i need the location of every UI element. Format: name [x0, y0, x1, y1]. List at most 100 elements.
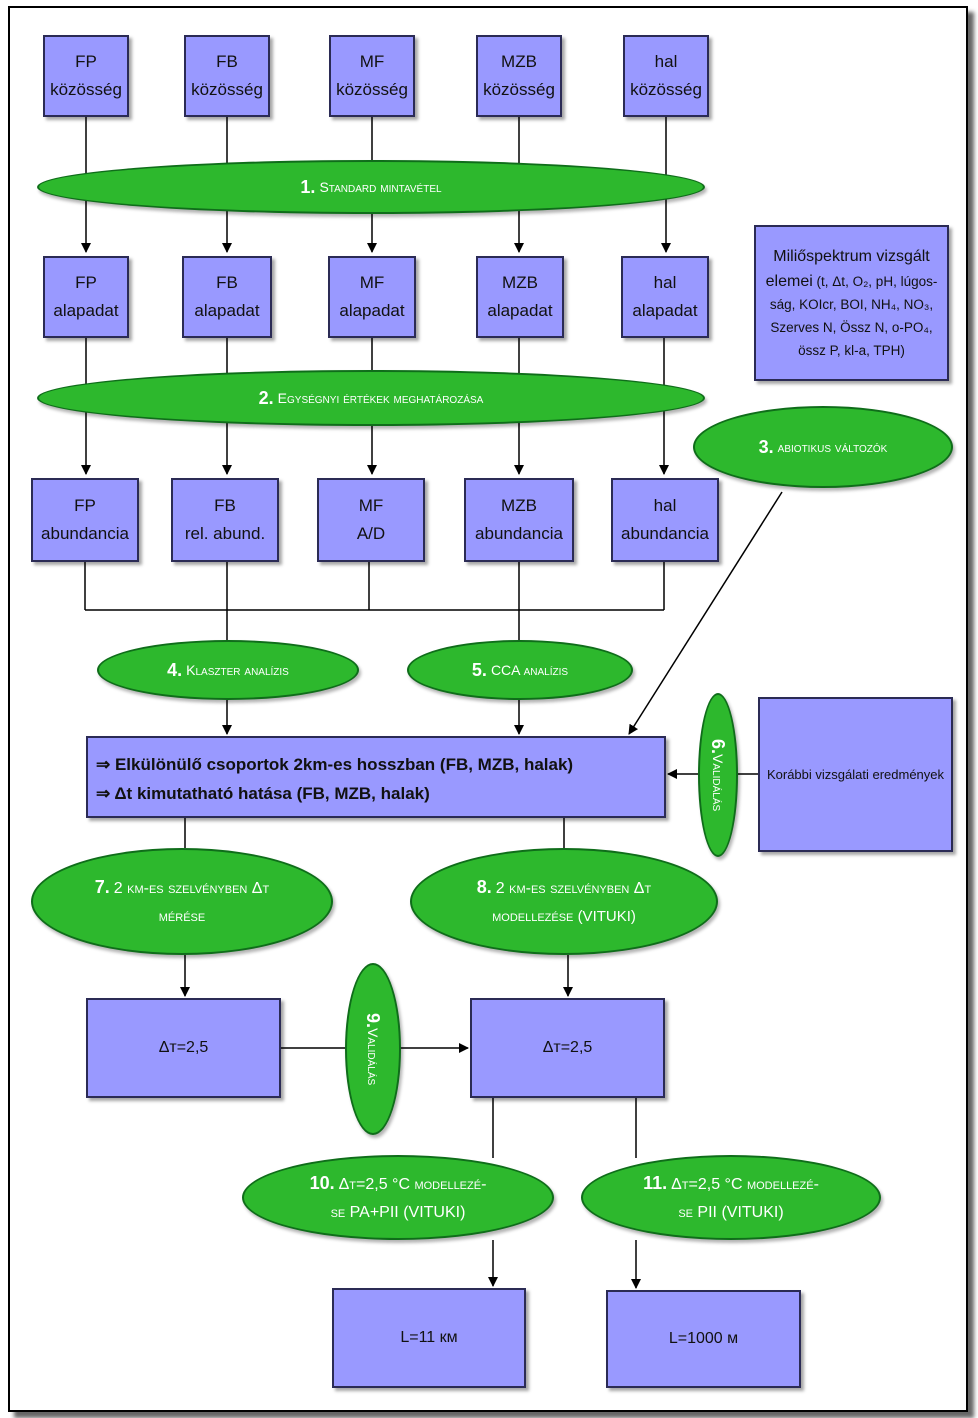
fp-community-box: FP közösség [43, 35, 129, 117]
fb-rel-abundance-box: FB rel. abund. [171, 478, 279, 562]
hal-community-box: hal közösség [623, 35, 709, 117]
delta-t-label: Δт=2,5 [542, 1039, 593, 1056]
length-1000m-box: L=1000 м [606, 1290, 801, 1388]
step-5-cca-analysis: 5. CCA analízis [407, 640, 633, 700]
step-label: abiotikus változók [777, 439, 888, 455]
hal-basedata-box: hal alapadat [621, 256, 709, 338]
length-label: L=11 км [400, 1329, 458, 1346]
box-label: MZB [502, 273, 538, 292]
step-number: 5. [471, 660, 487, 680]
delta-t-label: Δт=2,5 [158, 1039, 209, 1056]
step-11-modelling-pii: 11.Δт=2,5 °C modellezé- se PII (VITUKI) [581, 1155, 881, 1240]
box-label: közösség [191, 80, 263, 99]
step-10-line-1: 10.Δт=2,5 °C modellezé- [310, 1169, 487, 1199]
mf-basedata-box: MF alapadat [328, 256, 416, 338]
box-label: FB [214, 496, 236, 515]
mf-community-box: MF közösség [329, 35, 415, 117]
box-label: közösség [50, 80, 122, 99]
step-label-2: se PA+PII (VITUKI) [330, 1203, 466, 1221]
step-label: Egységnyi értékek meghatározása [277, 390, 484, 406]
box-label: abundancia [475, 524, 563, 543]
step-11-line-1: 11.Δт=2,5 °C modellezé- [643, 1169, 819, 1199]
box-label: rel. abund. [184, 524, 266, 543]
box-label: FP [75, 273, 97, 292]
result-line-1: ⇒ Elkülönülő csoportok 2km-es hosszban (… [96, 755, 574, 774]
delta-t-modelled-box: Δт=2,5 [470, 998, 665, 1098]
hal-abundance-box: hal abundancia [611, 478, 719, 562]
box-label: közösség [483, 80, 555, 99]
step-number: 11. [643, 1172, 668, 1193]
box-label: MF [359, 52, 385, 71]
box-label: alapadat [487, 301, 553, 320]
step-1-standard-sampling: 1. Standard mintavétel [37, 160, 705, 214]
fb-basedata-box: FB alapadat [182, 256, 272, 338]
milieu-items-text: (t, Δt, O₂, pH, lúgos-ság, KOIcr, BOI, N… [769, 274, 938, 358]
box-label: A/D [356, 524, 386, 543]
step-label-2: modellezése (VITUKI) [492, 907, 636, 925]
previous-results-label: Korábbi vizsgálati eredmények [766, 766, 945, 782]
fp-abundance-box: FP abundancia [31, 478, 139, 562]
milieu-title: Miliőspektrum vizsgált [773, 248, 930, 265]
step-7-line-1: 7.2 km-es szelvényben Δt [95, 873, 269, 903]
box-label: FP [74, 496, 96, 515]
step-label-2: mérése [158, 907, 206, 925]
step-8-line-1: 8.2 km-es szelvényben Δt [477, 873, 651, 903]
mzb-basedata-box: MZB alapadat [476, 256, 564, 338]
step-6-text: 6.Validálás [704, 739, 732, 811]
box-label: alapadat [194, 301, 260, 320]
box-label: alapadat [632, 301, 698, 320]
step-9-text: 9.Validálás [359, 1013, 387, 1085]
mzb-abundance-box: MZB abundancia [464, 478, 574, 562]
step-label-2: se PII (VITUKI) [678, 1203, 784, 1221]
step-9-validation: 9.Validálás [345, 963, 401, 1135]
box-label: abundancia [621, 524, 709, 543]
box-label: MF [359, 273, 385, 292]
step-number: 1. [300, 177, 316, 197]
milieu-title-2: elemei [765, 273, 813, 290]
result-line-2: ⇒ Δt kimutatható hatása (FB, MZB, halak) [96, 784, 430, 803]
box-label: FP [75, 52, 97, 71]
mzb-community-box: MZB közösség [476, 35, 562, 117]
box-label: FB [216, 52, 238, 71]
step-6-validation: 6.Validálás [698, 693, 738, 857]
step-4-cluster-analysis: 4. Klaszter analízis [97, 640, 359, 700]
step-number: 9. [363, 1012, 383, 1028]
step-number: 7. [94, 876, 110, 897]
box-label: alapadat [339, 301, 405, 320]
step-8-modelling: 8.2 km-es szelvényben Δt modellezése (VI… [410, 848, 718, 955]
step-number: 8. [476, 876, 492, 897]
step-2-unit-values: 2. Egységnyi értékek meghatározása [37, 370, 705, 426]
results-box: ⇒ Elkülönülő csoportok 2km-es hosszban (… [86, 736, 666, 818]
step-number: 3. [758, 437, 774, 457]
step-label: CCA analízis [490, 662, 569, 678]
box-label: hal [653, 273, 677, 292]
fp-basedata-box: FP alapadat [43, 256, 129, 338]
fb-community-box: FB közösség [184, 35, 270, 117]
box-label: közösség [630, 80, 702, 99]
box-label: FB [216, 273, 238, 292]
previous-results-box: Korábbi vizsgálati eredmények [758, 697, 953, 852]
step-label: Δт=2,5 °C modellezé- [338, 1175, 487, 1193]
box-label: abundancia [41, 524, 129, 543]
step-label: 2 km-es szelvényben Δt [495, 879, 652, 897]
step-number: 4. [167, 660, 183, 680]
step-number: 2. [258, 388, 274, 408]
step-7-measurement: 7.2 km-es szelvényben Δt mérése [31, 848, 333, 955]
length-label: L=1000 м [668, 1330, 739, 1347]
step-number: 6. [708, 738, 728, 754]
step-3-abiotic-variables: 3. abiotikus változók [693, 406, 953, 488]
mf-ad-box: MF A/D [317, 478, 425, 562]
box-label: MZB [501, 52, 537, 71]
box-label: közösség [336, 80, 408, 99]
box-label: hal [654, 52, 678, 71]
delta-t-measured-box: Δт=2,5 [86, 998, 281, 1098]
step-10-modelling-pa-pii: 10.Δт=2,5 °C modellezé- se PA+PII (VITUK… [242, 1155, 554, 1240]
step-number: 10. [309, 1172, 335, 1193]
length-11km-box: L=11 км [332, 1288, 526, 1388]
step-label: Δт=2,5 °C modellezé- [671, 1175, 819, 1193]
step-label: Standard mintavétel [319, 179, 442, 195]
box-label: MF [358, 496, 384, 515]
box-label: MZB [501, 496, 537, 515]
milieu-spectrum-box: Miliőspektrum vizsgált elemei (t, Δt, O₂… [754, 225, 949, 381]
step-label: 2 km-es szelvényben Δt [113, 879, 270, 897]
